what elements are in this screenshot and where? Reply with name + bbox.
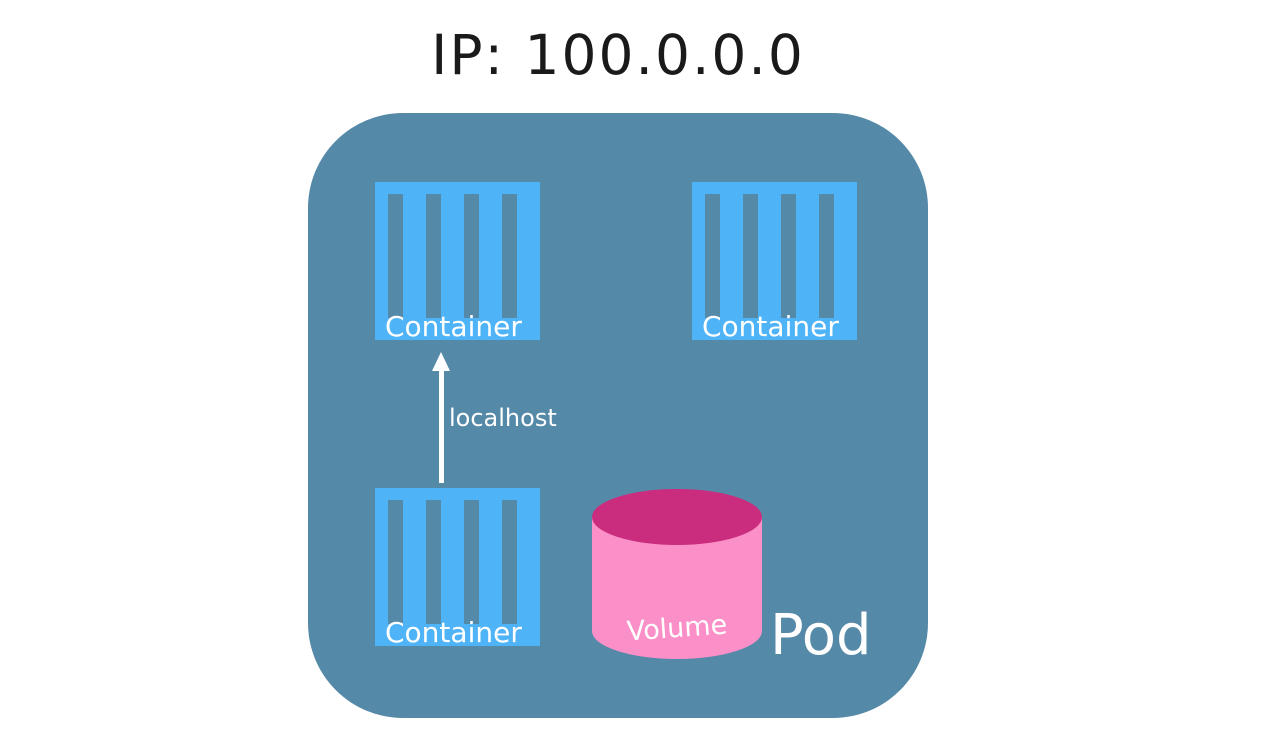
localhost-arrow <box>432 352 451 484</box>
container-slat <box>781 194 796 318</box>
container-slat <box>502 194 517 318</box>
arrow-shaft <box>439 368 444 483</box>
container-slat <box>426 500 441 624</box>
container-slat <box>819 194 834 318</box>
pod-label: Pod <box>770 603 872 668</box>
container-slat <box>388 194 403 318</box>
container-icon-top-right: Container <box>692 182 857 343</box>
container-slat <box>502 500 517 624</box>
arrow-up-icon <box>432 352 450 371</box>
pod-ip-title: IP: 100.0.0.0 <box>431 23 805 87</box>
volume-cylinder-top <box>592 489 762 545</box>
container-slat <box>464 194 479 318</box>
container-slats <box>388 194 517 318</box>
container-slat <box>388 500 403 624</box>
container-label: Container <box>385 309 522 343</box>
container-icon-bottom-left: Container <box>375 488 540 649</box>
container-slats <box>705 194 834 318</box>
container-slat <box>705 194 720 318</box>
container-label: Container <box>702 309 839 343</box>
pod-box: Container Container Container <box>308 113 928 718</box>
localhost-label: localhost <box>449 404 557 432</box>
container-slat <box>426 194 441 318</box>
container-slats <box>388 500 517 624</box>
container-slat <box>464 500 479 624</box>
container-icon-top-left: Container <box>375 182 540 343</box>
container-slat <box>743 194 758 318</box>
volume-cylinder: Volume <box>592 489 762 659</box>
container-label: Container <box>385 615 522 649</box>
